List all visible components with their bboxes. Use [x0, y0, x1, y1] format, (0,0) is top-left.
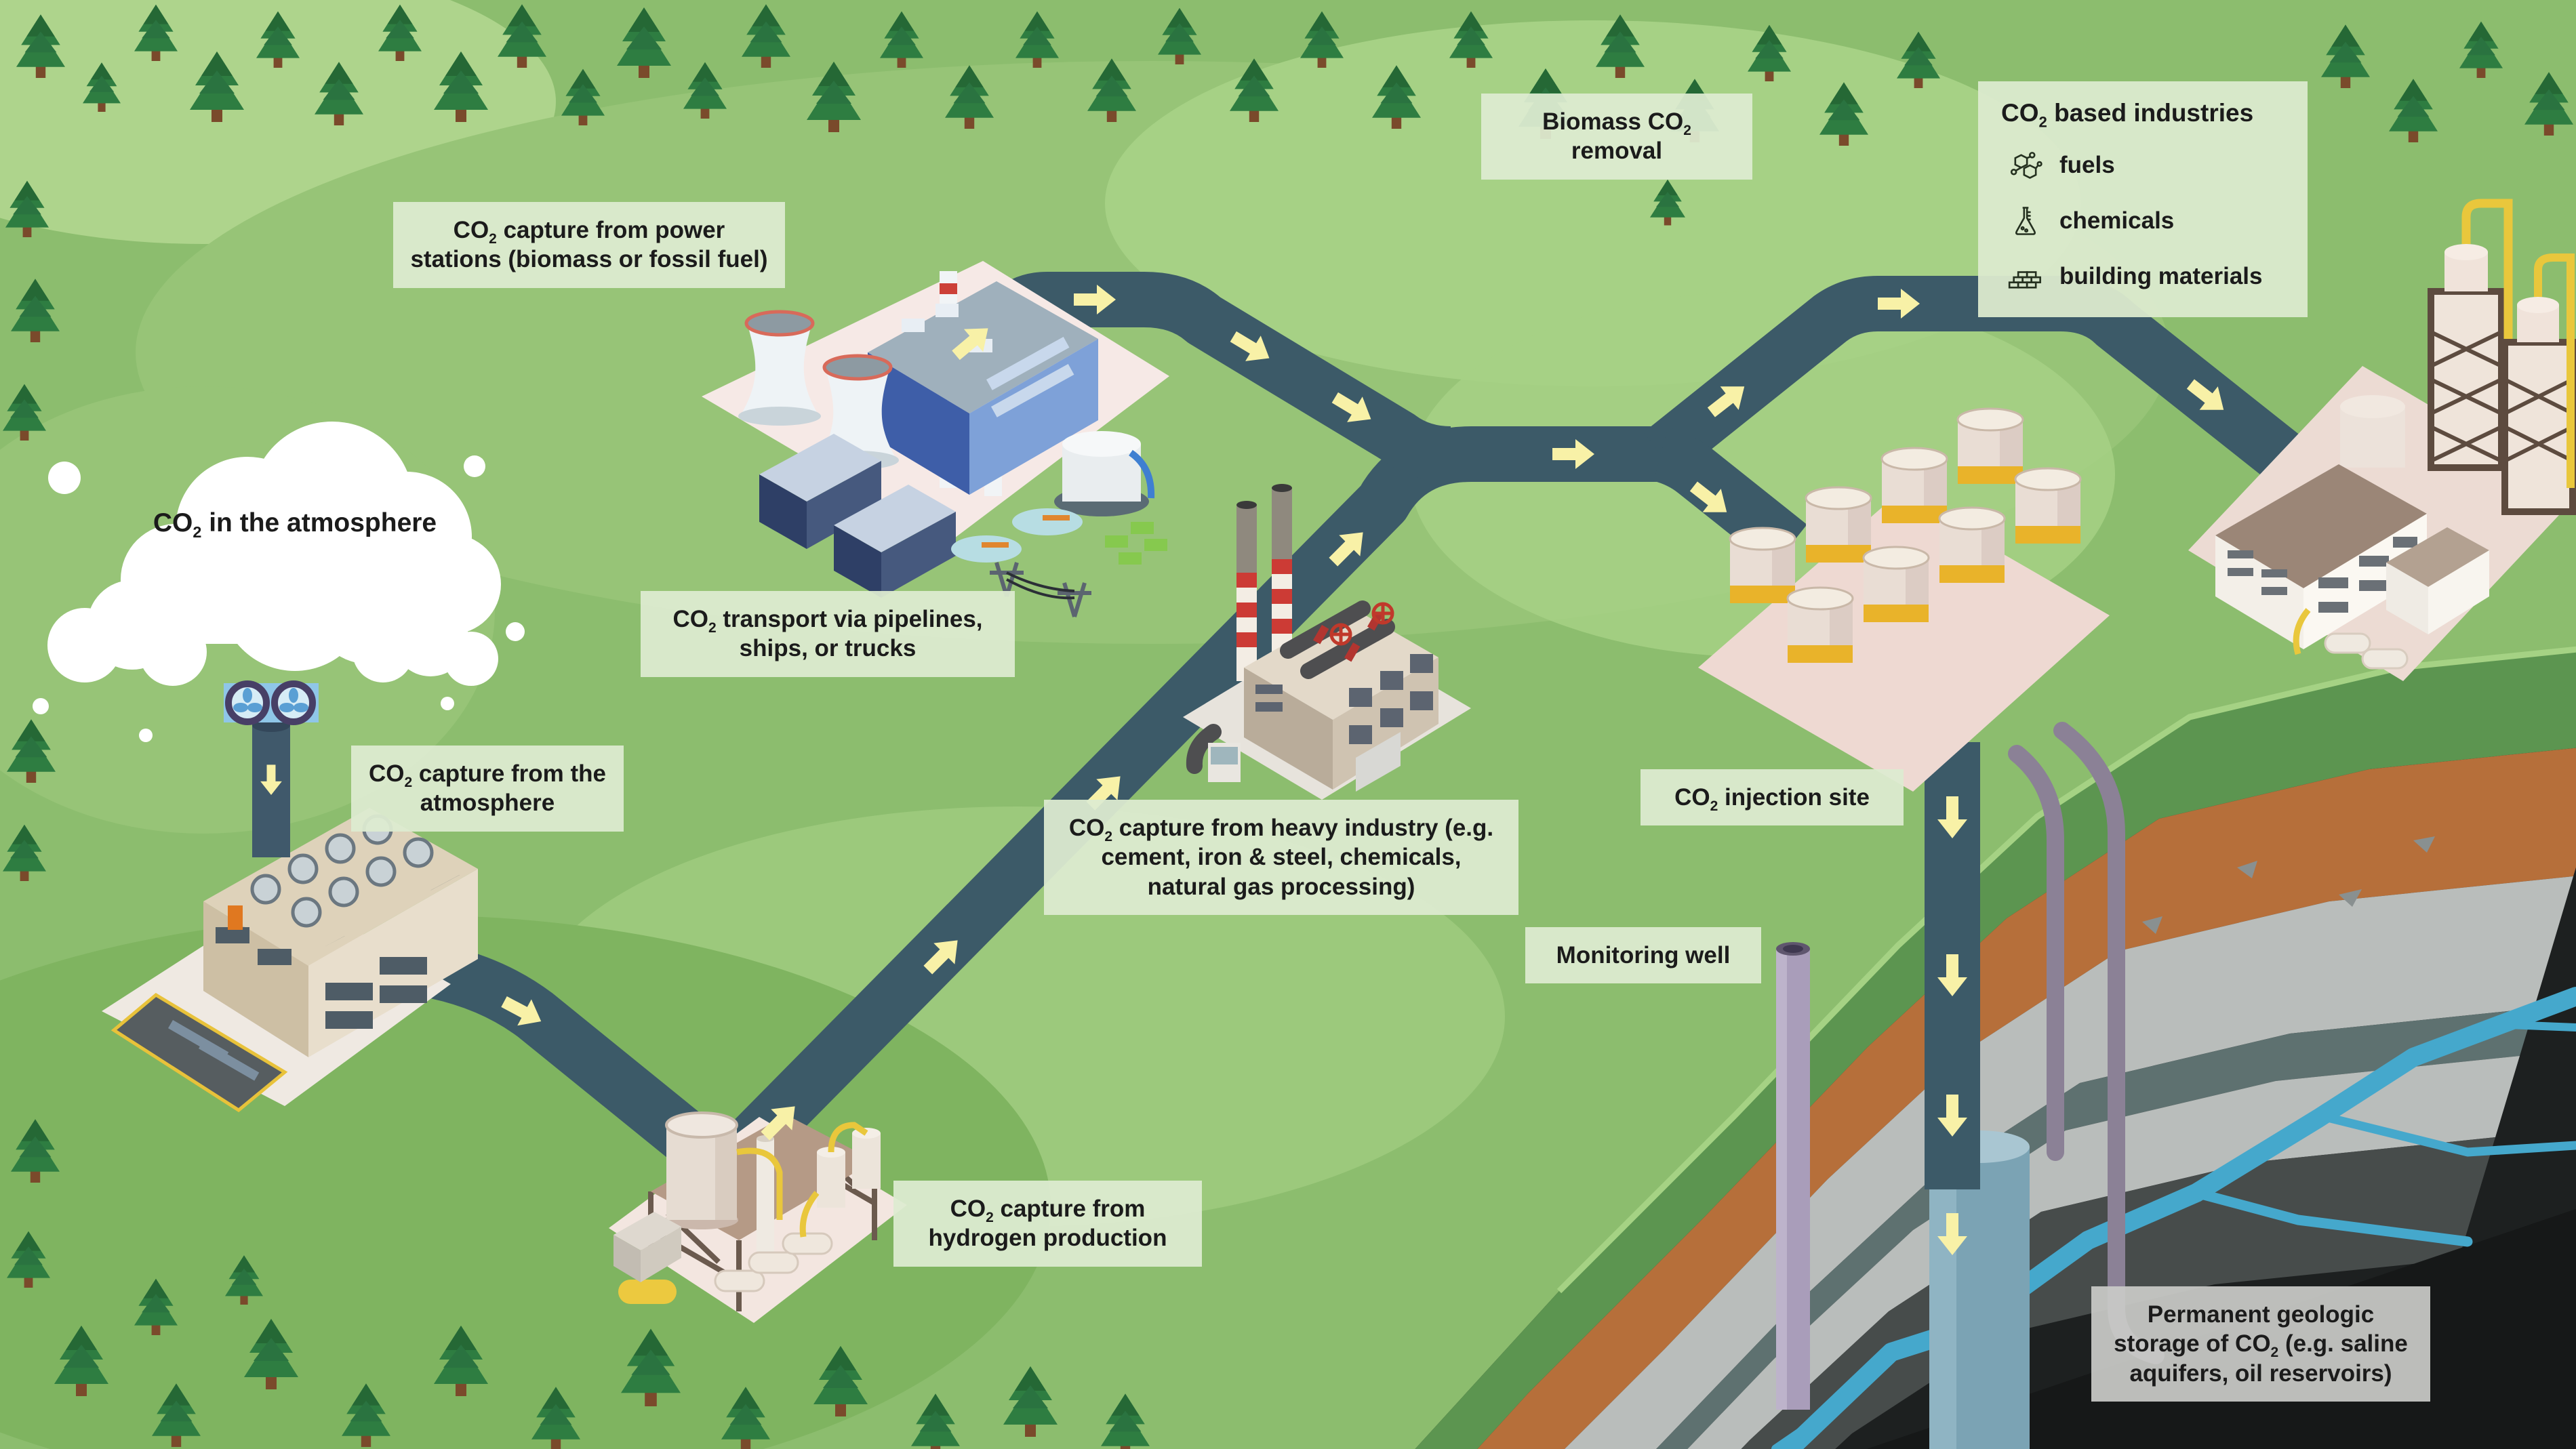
label-transport: CO2 transport via pipelines, ships, or t… [641, 591, 1015, 677]
process-tower [2428, 199, 2513, 471]
hydrogen-plant [609, 1111, 907, 1323]
clarifier-ponds [951, 508, 1083, 563]
injection-site-tanks [1698, 407, 2110, 792]
process-tower [2501, 253, 2576, 515]
flask-icon [2015, 207, 2036, 235]
industries-item-building-materials: building materials [2001, 259, 2289, 294]
industries-factory [2188, 199, 2576, 681]
geologic-cross-section [1415, 646, 2576, 1449]
fan-icon [224, 680, 319, 725]
monitoring-well-pipe [1776, 942, 1810, 1410]
turbine-halls [759, 434, 956, 598]
industries-item-chemicals: chemicals [2001, 203, 2289, 239]
label-hydrogen-capture: CO2 capture from hydrogen production [893, 1181, 1202, 1267]
industries-title: CO2 based industries [2001, 99, 2254, 131]
cooling-tower [738, 310, 821, 426]
roof-fans [250, 814, 434, 928]
label-text: CO [153, 508, 193, 537]
industries-item-fuels: fuels [2001, 148, 2289, 183]
co2-plume [1771, 987, 2576, 1449]
label-co2-in-atmosphere: CO2 in the atmosphere [153, 508, 437, 541]
storage-tank [1054, 431, 1155, 516]
label-atmosphere-capture: CO2 capture from the atmosphere [351, 746, 624, 832]
pipeline-branch-injection [1653, 427, 1807, 569]
molecule-icon [2010, 152, 2042, 179]
bricks-icon [2008, 271, 2041, 289]
label-permanent-storage: Permanent geologic storage of CO2 (e.g. … [2091, 1286, 2430, 1402]
label-monitoring-well: Monitoring well [1525, 927, 1761, 984]
label-heavy-industry-capture: CO2 capture from heavy industry (e.g. ce… [1044, 800, 1518, 916]
injection-well-casing [1929, 1130, 2030, 1449]
heavy-industry-factory [1183, 484, 1471, 800]
label-injection-site: CO2 injection site [1641, 769, 1904, 826]
co2-tank [1729, 407, 2082, 663]
label-power-station-capture: CO2 capture from power stations (biomass… [393, 202, 785, 288]
cloud-icon [33, 422, 525, 742]
label-biomass-removal: Biomass CO2 removal [1481, 94, 1752, 180]
power-pylons [990, 562, 1091, 617]
dac-facility [102, 680, 478, 1113]
industries-legend-panel: CO2 based industries fuels chemicals bui… [1978, 81, 2308, 317]
